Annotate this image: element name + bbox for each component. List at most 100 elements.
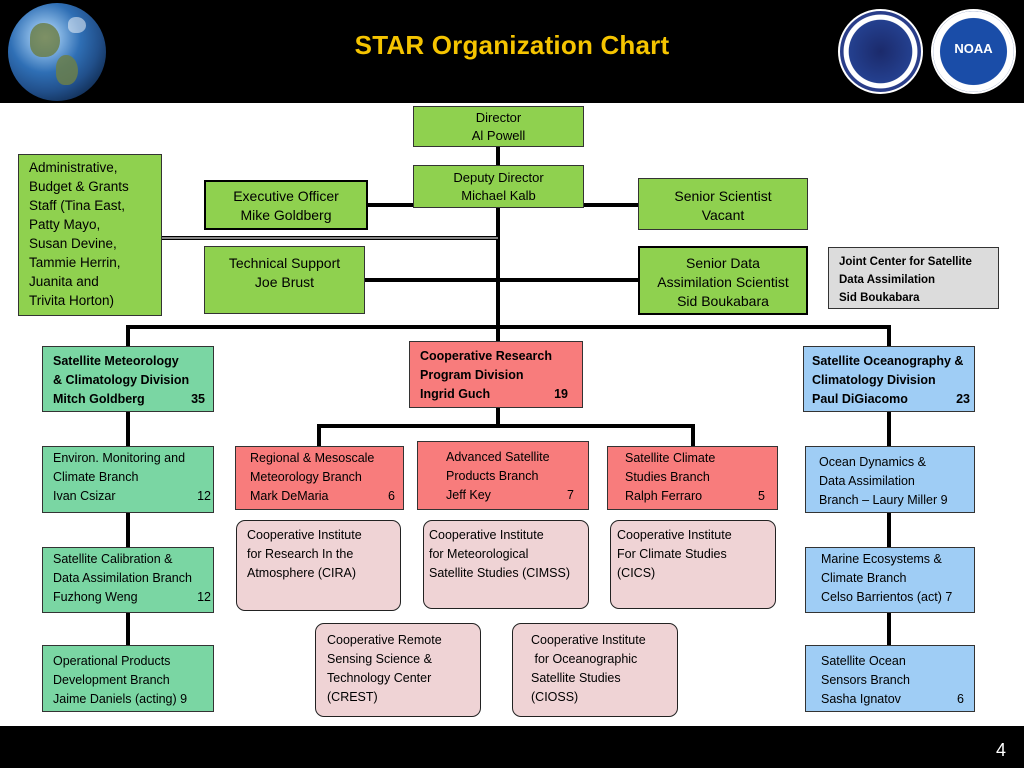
institute-line: Cooperative Institute: [247, 528, 362, 542]
smcd-name: Mitch Goldberg: [53, 392, 145, 406]
branch-count: 12: [197, 590, 211, 604]
deputy-title: Deputy Director: [453, 170, 544, 185]
admin-line: Tammie Herrin,: [29, 255, 121, 270]
institute-line: Cooperative Institute: [531, 633, 646, 647]
branch-line: Marine Ecosystems &: [821, 552, 942, 566]
director-name: Al Powell: [471, 128, 526, 143]
crpd-branch-box: Regional & Mesoscale Meteorology Branch …: [235, 446, 404, 510]
crpd-line: Program Division: [420, 368, 524, 382]
smcd-count: 35: [191, 392, 205, 406]
branch-chief: Ivan Csizar: [53, 489, 116, 503]
senior-scientist-name: Vacant: [701, 207, 745, 223]
branch-line: Branch – Laury Miller 9: [819, 493, 948, 507]
socd-line: Satellite Oceanography &: [812, 354, 964, 368]
cooperative-institute-box: Cooperative Institute for Oceanographic …: [512, 623, 678, 717]
cooperative-institute-box: Cooperative Institute for Research In th…: [236, 520, 401, 611]
socd-branch-box: Satellite Ocean Sensors Branch Sasha Ign…: [805, 645, 975, 712]
branch-line: Ocean Dynamics &: [819, 455, 926, 469]
admin-line: Patty Mayo,: [29, 217, 101, 232]
page-number: 4: [995, 740, 1006, 760]
branch-line: Satellite Calibration &: [53, 552, 173, 566]
crpd-branch-box: Advanced Satellite Products Branch Jeff …: [417, 441, 589, 510]
branch-count: 12: [197, 489, 211, 503]
jcsda-box: Joint Center for Satellite Data Assimila…: [828, 247, 999, 309]
branch-line: Products Branch: [446, 469, 539, 483]
smcd-line: & Climatology Division: [53, 373, 190, 387]
crpd-branch-box: Satellite Climate Studies Branch Ralph F…: [607, 446, 778, 510]
branch-line: Satellite Climate: [625, 451, 716, 465]
exec-title: Executive Officer: [233, 188, 339, 204]
institute-line: for Research In the: [247, 547, 354, 561]
executive-officer-box: Executive Officer Mike Goldberg: [204, 180, 368, 230]
noaa-logo-text: NOAA: [954, 41, 993, 56]
socd-name: Paul DiGiacomo: [812, 392, 908, 406]
crpd-line: Cooperative Research: [420, 349, 553, 363]
institute-line: Sensing Science &: [327, 652, 432, 666]
branch-line: Development Branch: [53, 673, 170, 687]
exec-name: Mike Goldberg: [240, 207, 332, 223]
institute-line: Satellite Studies: [531, 671, 621, 685]
institute-line: Satellite Studies (CIMSS): [429, 566, 571, 580]
tech-name: Joe Brust: [254, 274, 315, 290]
jcsda-name: Sid Boukabara: [839, 292, 920, 304]
branch-line: Advanced Satellite: [446, 450, 550, 464]
branch-line: Sensors Branch: [821, 673, 910, 687]
institute-line: for Meteorological: [429, 547, 529, 561]
admin-line: Juanita and: [29, 274, 99, 289]
crpd-division-box: Cooperative Research Program Division In…: [409, 341, 583, 408]
technical-support-box: Technical Support Joe Brust: [204, 246, 365, 314]
noaa-nesdis-star-logo: [838, 9, 923, 94]
deputy-name: Michael Kalb: [461, 188, 536, 203]
director-title: Director: [475, 110, 522, 125]
branch-line: Celso Barrientos (act) 7: [821, 590, 953, 604]
institute-line: For Climate Studies: [617, 547, 727, 561]
institute-line: Cooperative Remote: [327, 633, 442, 647]
jcsda-line: Joint Center for Satellite: [839, 256, 972, 268]
footer-bar: [0, 726, 1024, 768]
deputy-director-box: Deputy Director Michael Kalb: [413, 165, 584, 208]
institute-line: (CIOSS): [531, 690, 579, 704]
institute-line: Atmosphere (CIRA): [247, 566, 357, 580]
admin-line: Administrative,: [29, 160, 118, 175]
senior-scientist-title: Senior Scientist: [674, 188, 772, 204]
institute-line: Technology Center: [327, 671, 432, 685]
branch-chief: Ralph Ferraro: [625, 489, 703, 503]
branch-count: 7: [567, 488, 574, 502]
smcd-branch-box: Operational Products Development Branch …: [42, 645, 214, 712]
tech-title: Technical Support: [228, 255, 341, 271]
senior-data-title: Assimilation Scientist: [657, 274, 789, 290]
director-box: Director Al Powell: [413, 106, 584, 147]
admin-line: Trivita Horton): [29, 293, 115, 308]
smcd-division-box: Satellite Meteorology & Climatology Divi…: [42, 346, 214, 412]
branch-chief: Mark DeMaria: [250, 489, 329, 503]
branch-line: Data Assimilation Branch: [53, 571, 192, 585]
branch-line: Climate Branch: [821, 571, 907, 585]
branch-line: Climate Branch: [53, 470, 139, 484]
branch-line: Environ. Monitoring and: [53, 451, 186, 465]
smcd-line: Satellite Meteorology: [53, 354, 179, 368]
branch-line: Meteorology Branch: [250, 470, 362, 484]
branch-line: Data Assimilation: [819, 474, 915, 488]
branch-count: 9: [180, 692, 188, 706]
branch-line: Regional & Mesoscale: [250, 451, 375, 465]
senior-data-assimilation-box: Senior Data Assimilation Scientist Sid B…: [638, 246, 808, 315]
institute-line: (CREST): [327, 690, 378, 704]
branch-chief: Jeff Key: [446, 488, 491, 502]
noaa-logo: NOAA: [931, 9, 1016, 94]
earth-globe-icon: [8, 3, 106, 101]
senior-data-title: Senior Data: [686, 255, 760, 271]
admin-line: Susan Devine,: [29, 236, 117, 251]
crpd-count: 19: [554, 387, 568, 401]
branch-line: Satellite Ocean: [821, 654, 906, 668]
branch-chief: Jaime Daniels (acting): [53, 692, 177, 706]
branch-line: Studies Branch: [625, 470, 710, 484]
institute-line: Cooperative Institute: [429, 528, 544, 542]
branch-count: 5: [758, 489, 765, 503]
institute-line: (CICS): [617, 566, 656, 580]
smcd-branch-box: Environ. Monitoring and Climate Branch I…: [42, 446, 214, 513]
socd-count: 23: [956, 392, 970, 406]
cooperative-institute-box: Cooperative Remote Sensing Science & Tec…: [315, 623, 481, 717]
socd-branch-box: Ocean Dynamics & Data Assimilation Branc…: [805, 446, 975, 513]
crpd-name: Ingrid Guch: [420, 387, 491, 401]
